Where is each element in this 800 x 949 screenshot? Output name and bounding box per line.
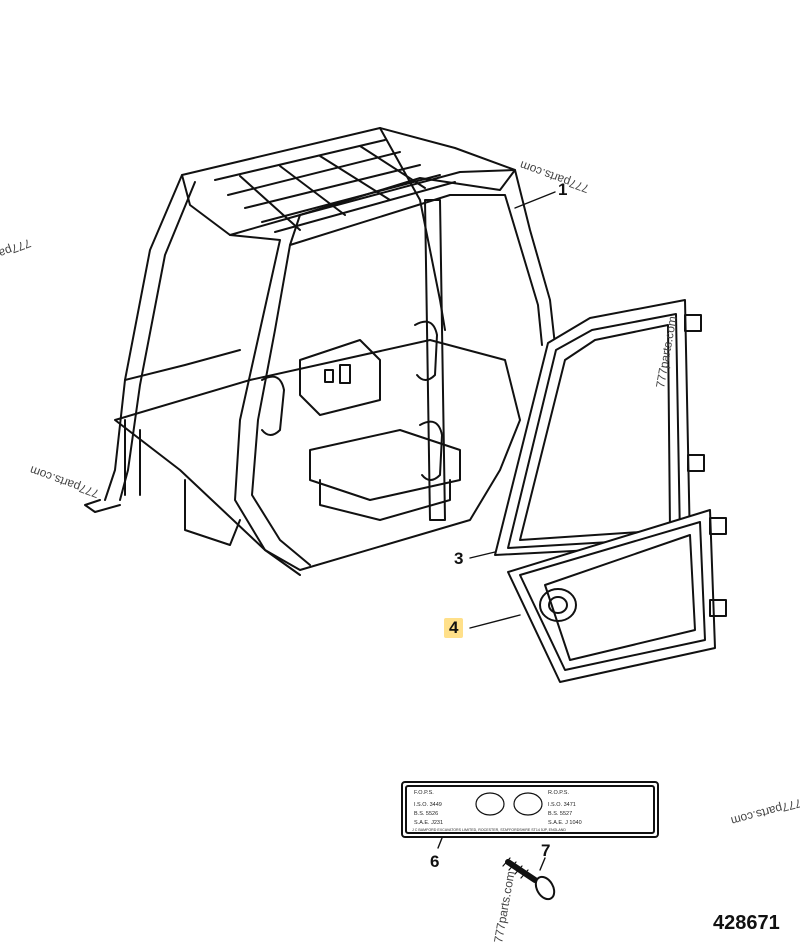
plate-right-line: R.O.P.S. [548, 790, 569, 796]
lower-door-panel [469, 509, 727, 683]
plate-left-line: B.S. 5526 [414, 811, 438, 817]
callout-7: 7 [541, 841, 551, 860]
plate-right-line: S.A.E. J 1040 [548, 820, 582, 826]
plate-right-line: I.S.O. 3471 [548, 802, 576, 808]
plate-rivet [502, 857, 556, 901]
plate-left-line: S.A.E. J231 [414, 820, 443, 826]
plate-footer: J C BAMFORD EXCAVATORS LIMITED, ROCESTER… [412, 828, 566, 832]
rops-plate [401, 781, 659, 849]
callout-4-highlighted: 4 [444, 618, 464, 638]
document-number: 428671 [713, 912, 780, 934]
callout-1: 1 [558, 180, 568, 199]
plate-left-line: F.O.P.S. [414, 790, 434, 796]
plate-text-group: F.O.P.S. I.S.O. 3449 B.S. 5526 S.A.E. J2… [412, 790, 582, 832]
callout-6: 6 [430, 852, 440, 871]
plate-left-line: I.S.O. 3449 [414, 802, 442, 808]
cab-frame [84, 127, 556, 576]
callout-3: 3 [454, 549, 464, 568]
plate-right-line: B.S. 5527 [548, 811, 572, 817]
